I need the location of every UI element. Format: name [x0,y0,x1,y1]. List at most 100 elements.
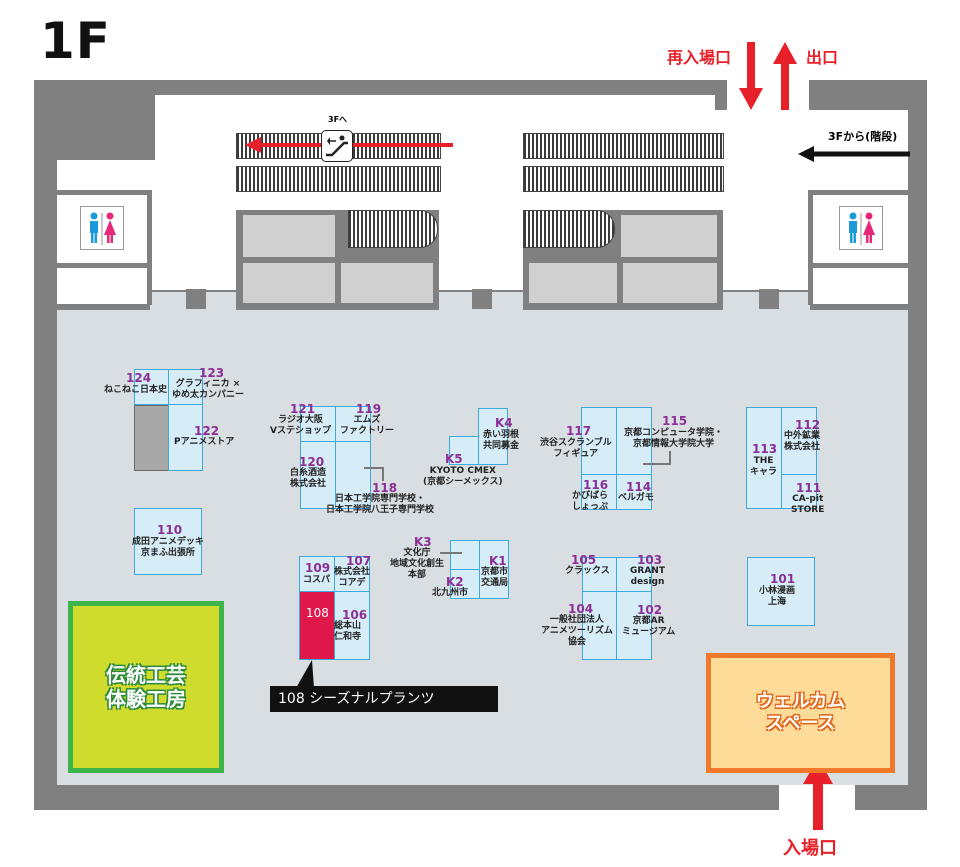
booth-name: 成田アニメデッキ 京まふ出張所 [132,537,204,558]
booth-name: 白糸酒造 株式会社 [290,468,327,489]
arrow-left-icon [798,146,910,162]
booth-number: K1 [489,554,507,568]
exit-label: 出口 [806,48,839,67]
booth-name: かびばら しょっぷ [572,491,609,512]
booth-number: 107 [346,554,372,568]
booth-name: クラックス [565,566,610,576]
booth-name: 日本工学院専門学校・ 日本工学院八王子専門学校 [326,494,435,515]
leader-line [440,552,462,554]
floor-label: 1F [40,12,111,70]
restroom-icon [839,206,883,250]
arrow-up-icon [773,42,797,110]
booth-k1[interactable] [479,540,509,599]
booth-number: K2 [446,575,464,589]
booth-name: CA-pit STORE [791,494,825,515]
booth-114[interactable] [616,474,652,510]
booth-name: コスパ [303,575,331,585]
booth-number: 110 [157,523,183,537]
booth-number: K5 [445,452,463,466]
booth-118[interactable] [335,441,371,509]
back-corridor-left [57,160,157,195]
booth-number: 105 [571,553,597,567]
pillar [472,289,492,309]
booth-116[interactable] [581,474,617,510]
booth-102[interactable] [616,591,652,660]
reentry-label: 再入場口 [667,48,732,67]
booth-124-storage [134,405,169,471]
arrow-left-icon [245,137,453,153]
booth-108[interactable] [299,591,335,660]
booth-name: ラジオ大阪 Vステショップ [270,415,331,436]
booth-112[interactable] [781,407,817,475]
booth-name: エムズ ファクトリー [340,415,395,436]
welcome-space-area[interactable]: ウェルカム スペース [706,653,895,773]
booth-name: 京都コンピュータ学院・ 京都情報大学院大学 [624,428,724,449]
booth-name: 渋谷スクランブル フィギュア [540,438,612,459]
booth-number: 114 [626,480,652,494]
craft-workshop-area[interactable]: 伝統工芸 体験工房 [68,601,224,773]
craft-workshop-label: 伝統工芸 体験工房 [106,663,186,711]
booth-k4[interactable] [478,408,508,465]
booth-number: 115 [662,414,688,428]
to-3f-label: 3Fへ [328,115,348,124]
booth-124[interactable] [134,369,169,405]
restroom-lobby-left [57,268,147,304]
booth-name: 中外鉱業 株式会社 [784,431,821,452]
escalator-box [623,263,717,303]
booth-name: 一般社団法人 アニメツーリズム 協会 [541,615,613,647]
booth-119[interactable] [335,406,371,442]
escalator-left-lower [236,166,441,192]
booth-name: 赤い羽根 共同募金 [483,430,520,451]
escalator-box [341,263,433,303]
upper-zone [57,190,908,290]
booth-number: 119 [356,402,382,416]
booth-name: 株式会社 コアデ [334,567,371,588]
booth-number: 103 [637,553,663,567]
booth-110[interactable] [134,508,202,575]
booth-number: 122 [194,424,220,438]
booth-name: Pアニメストア [174,437,235,447]
welcome-space-label: ウェルカム スペース [755,691,846,734]
booth-number: 117 [566,424,592,438]
arrow-down-icon [739,42,763,110]
booth-name: KYOTO CMEX (京都シーメックス) [423,466,503,487]
booth-number: 106 [342,608,368,622]
booth-120[interactable] [300,441,336,509]
booth-number: 109 [305,561,331,575]
booth-name: ねこねこ日本史 [104,385,168,395]
booth-111[interactable] [781,474,817,509]
entry-label: 入場口 [783,838,837,859]
leader-line [669,451,671,465]
leader-line [364,467,384,469]
booth-107[interactable] [334,556,370,592]
booth-106[interactable] [334,591,370,660]
booth-name: 京都市 交通局 [481,567,509,588]
pillar [186,289,206,309]
booth-k2[interactable] [450,569,480,599]
callout-108[interactable]: 108 シーズナルプランツ [270,686,498,712]
leader-line [643,463,671,465]
booth-k5[interactable] [449,436,479,465]
booth-number: 113 [752,442,778,456]
booth-number: 123 [199,366,225,380]
escalator-icon [321,130,353,162]
leader-line [382,467,384,481]
booth-name: 北九州市 [432,588,469,598]
booth-name: ベルガモ [618,493,654,503]
escalator-landing-right [523,210,615,248]
restroom-icon [80,206,124,250]
booth-122[interactable] [168,404,203,471]
booth-k3[interactable] [450,540,480,570]
booth-number: 108 [306,606,329,620]
escalator-landing-left [348,210,438,248]
booth-number: 121 [290,402,316,416]
booth-number: 104 [568,602,594,616]
booth-number: 111 [796,481,822,495]
booth-number: 101 [770,572,796,586]
booth-number: 112 [795,418,821,432]
escalator-box [243,215,335,257]
booth-name: THE キャラ [750,456,778,477]
booth-101[interactable] [747,557,815,626]
escalator-box [621,215,717,257]
booth-number: 118 [372,481,398,495]
